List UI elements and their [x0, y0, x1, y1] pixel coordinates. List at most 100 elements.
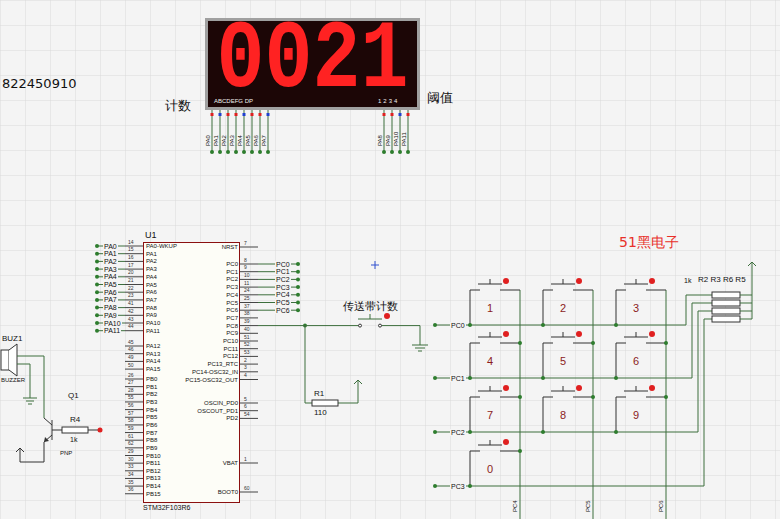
junction-dot	[614, 323, 618, 327]
pin-number: 41	[128, 301, 134, 306]
pin-label: PA1	[213, 135, 219, 146]
key-label: 9	[633, 410, 639, 421]
junction-dots	[210, 150, 410, 154]
chip-right-pins	[240, 247, 258, 492]
junction-dot	[296, 301, 300, 305]
net-label: PC3	[450, 483, 466, 490]
pin-name: PC0	[226, 261, 238, 267]
junction-dot	[614, 376, 618, 380]
pin-number: 52	[244, 342, 250, 347]
pin-number: 49	[128, 355, 134, 360]
junction-dot	[296, 262, 300, 266]
pin-number: 59	[128, 426, 134, 431]
junction-dot	[95, 306, 99, 310]
junction-dot	[468, 484, 472, 488]
pin-state	[383, 113, 386, 116]
pin-label: PA9	[385, 135, 391, 146]
button-contact	[359, 324, 362, 327]
segment-pins: ABCDEFG DP	[214, 98, 253, 104]
junction-dot	[296, 293, 300, 297]
junction-dot	[398, 150, 402, 154]
pin-label: PA6	[253, 135, 259, 146]
port-a-wires	[97, 246, 125, 331]
pin-number: 40	[244, 327, 250, 332]
pin-name: PC10	[223, 338, 238, 344]
display-pin-wires	[212, 110, 408, 152]
junction-dot	[296, 285, 300, 289]
junction-dot	[218, 150, 222, 154]
display-caption: 计数	[165, 99, 191, 112]
pin-number: 46	[128, 347, 134, 352]
pin-number: 11	[244, 281, 249, 286]
pin-name: PC7	[226, 315, 238, 321]
pin-number: 2	[244, 358, 247, 363]
pin-number: 39	[244, 319, 250, 324]
resistor-symbol	[62, 427, 88, 433]
junction-dot	[591, 341, 595, 345]
pin-name: PA11	[146, 328, 160, 334]
pin-state	[211, 113, 214, 116]
pin-number: 33	[128, 464, 134, 469]
pin-number: 5	[244, 397, 247, 402]
key-label: 3	[633, 303, 639, 314]
pin-number: 8	[244, 258, 247, 263]
resistor-symbol	[712, 292, 740, 298]
pin-name: PB3	[146, 399, 157, 405]
pin-name: PC5	[226, 300, 238, 306]
pin-name: PA13	[146, 351, 160, 357]
junction-dot	[518, 449, 522, 453]
pin-name: PA8	[146, 305, 157, 311]
key-label: 8	[560, 410, 566, 421]
net-label: PC4	[275, 291, 291, 298]
pin-name: PA12	[146, 343, 160, 349]
pin-number: 27	[128, 380, 134, 385]
net-label: PC0	[275, 261, 291, 268]
pin-name: PB7	[146, 430, 157, 436]
pin-name: PB9	[146, 445, 157, 451]
pullup-wiring	[740, 262, 756, 319]
pin-number: 57	[128, 411, 134, 416]
pin-name: PA0-WKUP	[146, 243, 177, 249]
display-digits: 0021	[208, 25, 417, 97]
part-ref: R1	[314, 390, 324, 398]
junction-dot	[95, 252, 99, 256]
pin-label: PA4	[237, 135, 243, 146]
pin-name: NRST	[222, 244, 238, 250]
pin-name: PC13_RTC	[207, 361, 238, 367]
pin-number: 35	[128, 480, 134, 485]
pin-name: PB2	[146, 391, 157, 397]
resistor-symbol	[712, 300, 740, 306]
junction-dot	[296, 270, 300, 274]
pin-state	[98, 428, 103, 433]
pin-number: 1	[244, 457, 247, 462]
pin-name: PB10	[146, 453, 161, 459]
junction-dot	[468, 430, 472, 434]
part-value: 110	[314, 409, 327, 417]
junction-dot	[390, 150, 394, 154]
junction-dot	[234, 150, 238, 154]
pin-state	[649, 385, 655, 391]
pin-state	[503, 439, 509, 445]
pin-state	[259, 113, 262, 116]
pin-name: PB6	[146, 422, 157, 428]
pin-state	[219, 113, 222, 116]
pin-number: 61	[128, 434, 134, 439]
junction-dot	[95, 244, 99, 248]
net-label: PC4	[512, 500, 518, 512]
part-ref: Q1	[68, 392, 79, 400]
pin-number: 55	[128, 395, 134, 400]
digit-pins: 1234	[378, 98, 399, 104]
pin-name: PA7	[146, 297, 157, 303]
port-c-wires	[258, 264, 298, 310]
pin-state	[399, 113, 402, 116]
pin-number: 10	[244, 273, 250, 278]
pin-number: 22	[128, 286, 134, 291]
junction-dot	[518, 395, 522, 399]
seven-segment-display: 0021ABCDEFG DP 1234	[205, 18, 420, 110]
part-value: PNP	[60, 450, 72, 456]
key-label: 4	[487, 356, 493, 367]
pin-number: 36	[128, 487, 134, 492]
junction-dot	[433, 323, 437, 327]
junction-dot	[296, 308, 300, 312]
